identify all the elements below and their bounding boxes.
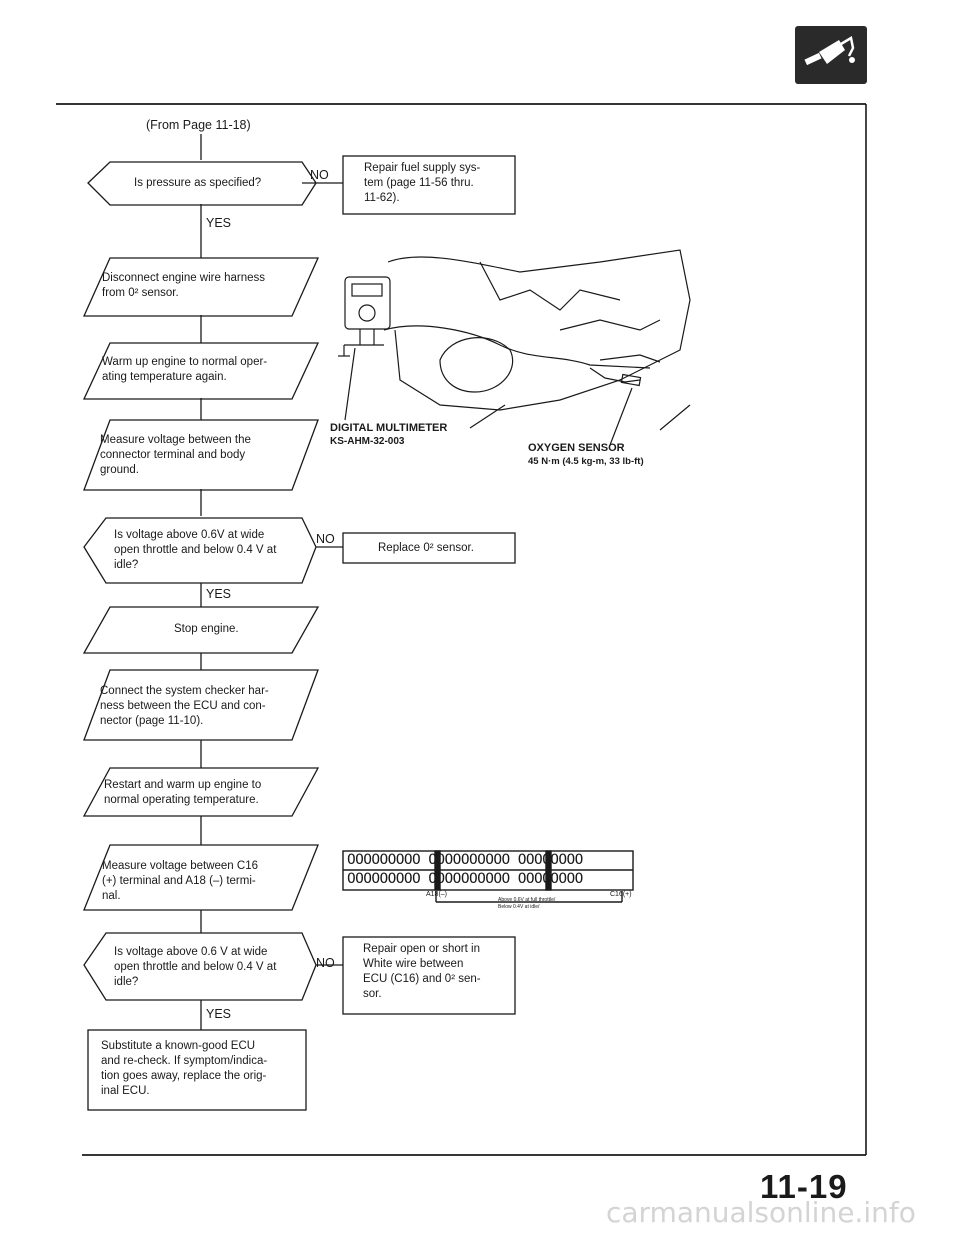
box-line: Disconnect engine wire harness <box>102 272 266 284</box>
box-line: nal. <box>102 890 121 902</box>
box-line: tem (page 11-56 thru. <box>364 177 474 189</box>
box-line: Replace 0² sensor. <box>378 542 474 554</box>
multimeter-part-number: KS-AHM-32-003 <box>330 436 405 447</box>
multimeter-body <box>344 276 391 330</box>
connector-caption-1: Above 0.6V at full throttle/ <box>498 897 556 903</box>
step-measure-ground: Measure voltage between the connector te… <box>100 433 251 478</box>
oxygen-sensor-torque: 45 N·m (4.5 kg-m, 33 lb-ft) <box>528 456 644 467</box>
terminal-a18-label: A18(–) <box>426 891 448 898</box>
step-connect-checker: Connect the system checker har- ness bet… <box>100 684 269 729</box>
repair-fuel-supply-box: Repair fuel supply sys- tem (page 11-56 … <box>364 161 480 206</box>
box-line: nector (page 11-10). <box>100 715 204 727</box>
question-pressure: Is pressure as specified? <box>134 176 261 191</box>
box-line: Warm up engine to normal oper- <box>102 356 268 368</box>
multimeter-label: DIGITAL MULTIMETER <box>330 422 448 434</box>
box-line: ating temperature again. <box>102 371 227 383</box>
branch-yes-2: YES <box>206 587 232 601</box>
branch-yes-1: YES <box>206 216 232 230</box>
box-line: Substitute a known-good ECU <box>101 1040 256 1052</box>
box-line: idle? <box>114 976 139 988</box>
box-line: ness between the ECU and con- <box>100 700 266 712</box>
fuel-nozzle-icon <box>795 26 867 84</box>
oxygen-sensor-label: OXYGEN SENSOR <box>528 442 625 454</box>
branch-no-2: NO <box>316 532 335 546</box>
multimeter-display <box>351 283 383 297</box>
box-line: idle? <box>114 559 139 571</box>
box-line: tion goes away, replace the orig- <box>101 1070 267 1082</box>
box-line: open throttle and below 0.4 V at <box>114 961 277 973</box>
watermark: carmanualsonline.info <box>606 1196 916 1229</box>
box-line: Is voltage above 0.6 V at wide <box>114 946 268 958</box>
box-line: White wire between <box>363 958 464 970</box>
repair-wire-box: Repair open or short in White wire betwe… <box>363 942 481 1002</box>
step-measure-c16: Measure voltage between C16 (+) terminal… <box>102 859 258 904</box>
box-line: Measure voltage between the <box>100 434 251 446</box>
branch-no-3: NO <box>316 956 335 970</box>
box-line: Is voltage above 0.6V at wide <box>114 529 265 541</box>
terminal-c16-label: C16(+) <box>610 891 632 898</box>
box-line: (+) terminal and A18 (–) termi- <box>102 875 256 887</box>
connector-pin-row-bottom: OOOOOOOOO OOOOOOOOOO OOOOOOOO <box>347 871 583 887</box>
box-line: sor. <box>363 988 382 1000</box>
box-line: and re-check. If symptom/indica- <box>101 1055 268 1067</box>
from-page-label: (From Page 11-18) <box>146 118 251 132</box>
box-line: Repair open or short in <box>363 943 480 955</box>
step-restart: Restart and warm up engine to normal ope… <box>104 778 261 808</box>
branch-yes-3: YES <box>206 1007 232 1021</box>
step-warm-up: Warm up engine to normal oper- ating tem… <box>102 355 267 385</box>
connector-pin-row-top: OOOOOOOOO OOOOOOOOOO OOOOOOOO <box>347 852 583 868</box>
box-line: Measure voltage between C16 <box>102 860 258 872</box>
box-line: from 0² sensor. <box>102 287 179 299</box>
step-substitute-ecu: Substitute a known-good ECU and re-check… <box>101 1039 267 1099</box>
box-line: ground. <box>100 464 140 476</box>
multimeter-dial <box>358 304 376 322</box>
step-stop-engine: Stop engine. <box>174 622 239 637</box>
step-disconnect: Disconnect engine wire harness from 0² s… <box>102 271 265 301</box>
box-line: normal operating temperature. <box>104 794 259 806</box>
box-line: Restart and warm up engine to <box>104 779 262 791</box>
box-line: ECU (C16) and 0² sen- <box>363 973 481 985</box>
page-number: 11-19 <box>760 1168 848 1205</box>
box-line: connector terminal and body <box>100 449 246 461</box>
box-line: Stop engine. <box>174 623 239 635</box>
box-line: inal ECU. <box>101 1085 150 1097</box>
branch-no-1: NO <box>310 168 329 182</box>
connector-caption-2: Below 0.4V at idle/ <box>498 904 540 910</box>
box-line: 11-62). <box>364 192 400 204</box>
question-voltage-2: Is voltage above 0.6 V at wide open thro… <box>114 945 276 990</box>
box-line: Connect the system checker har- <box>100 685 269 697</box>
replace-sensor-box: Replace 0² sensor. <box>378 541 474 556</box>
box-line: Repair fuel supply sys- <box>364 162 481 174</box>
question-voltage-1: Is voltage above 0.6V at wide open throt… <box>114 528 276 573</box>
box-line: open throttle and below 0.4 V at <box>114 544 277 556</box>
question-pressure-line: Is pressure as specified? <box>134 177 262 189</box>
